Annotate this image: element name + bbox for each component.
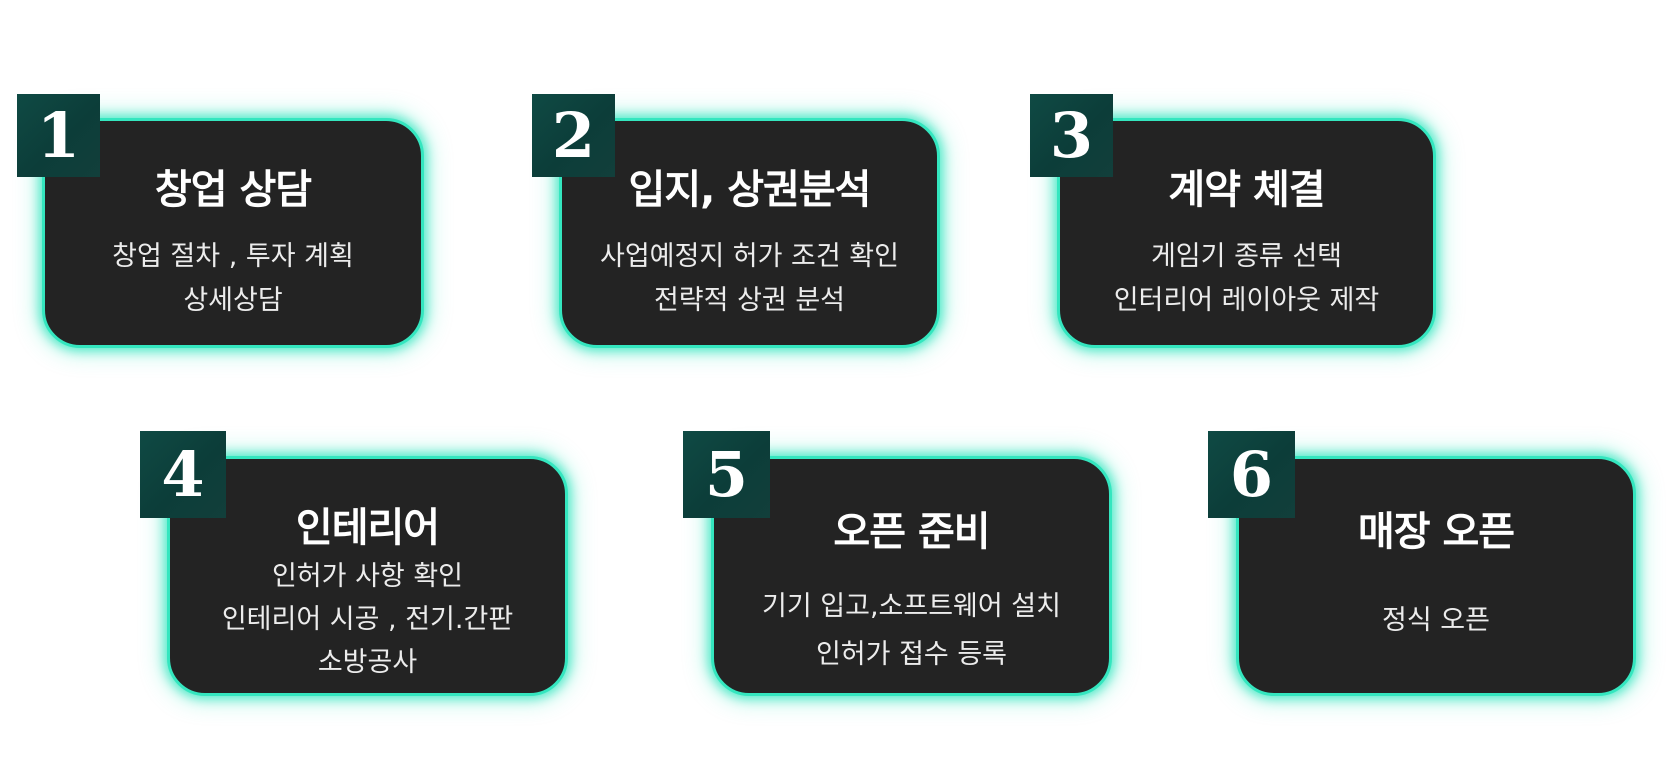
step-description: 게임기 종류 선택 인터리어 레이아웃 제작	[1060, 235, 1433, 323]
step-card: 오픈 준비 기기 입고,소프트웨어 설치 인허가 접수 등록	[711, 456, 1112, 696]
step-card: 계약 체결 게임기 종류 선택 인터리어 레이아웃 제작	[1057, 118, 1436, 348]
step-title: 입지, 상권분석	[628, 167, 872, 213]
step-card: 매장 오픈 정식 오픈	[1236, 456, 1636, 696]
step-description: 인허가 사항 확인 인테리어 시공 , 전기.간판 소방공사	[170, 555, 565, 684]
step-number-badge: 5	[683, 431, 770, 518]
step-number-badge: 2	[532, 94, 615, 177]
step-description-line: 기기 입고,소프트웨어 설치	[762, 591, 1061, 622]
step-number-badge: 6	[1208, 431, 1295, 518]
step-description: 기기 입고,소프트웨어 설치 인허가 접수 등록	[714, 583, 1109, 679]
step-card: 입지, 상권분석 사업예정지 허가 조건 확인 전략적 상권 분석	[559, 118, 940, 348]
step-description-line: 상세상담	[183, 285, 283, 316]
step-number-badge: 4	[140, 431, 226, 518]
step-description-line: 인허가 접수 등록	[815, 639, 1008, 670]
step-description-line: 소방공사	[317, 647, 418, 678]
step-description-line: 게임기 종류 선택	[1150, 241, 1343, 272]
step-description-line: 인허가 사항 확인	[271, 561, 464, 592]
step-description-line: 인터리어 레이아웃 제작	[1113, 285, 1380, 316]
step-title: 계약 체결	[1168, 167, 1325, 213]
step-description-line: 사업예정지 허가 조건 확인	[600, 241, 899, 272]
step-description-line: 인테리어 시공 , 전기.간판	[221, 604, 514, 635]
step-description-line: 전략적 상권 분석	[653, 285, 846, 316]
step-title: 인테리어	[295, 505, 440, 551]
step-description: 사업예정지 허가 조건 확인 전략적 상권 분석	[562, 235, 937, 323]
step-title: 매장 오픈	[1357, 509, 1515, 555]
step-title: 오픈 준비	[833, 509, 990, 555]
step-description-line: 정식 오픈	[1382, 605, 1490, 636]
step-card: 인테리어 인허가 사항 확인 인테리어 시공 , 전기.간판 소방공사	[167, 456, 568, 696]
step-description-line: 창업 절차 , 투자 계획	[112, 241, 354, 272]
step-description: 창업 절차 , 투자 계획 상세상담	[45, 235, 421, 323]
step-number-badge: 1	[17, 94, 100, 177]
step-card: 창업 상담 창업 절차 , 투자 계획 상세상담	[42, 118, 424, 348]
step-title: 창업 상담	[154, 167, 312, 213]
step-number-badge: 3	[1030, 94, 1113, 177]
step-description: 정식 오픈	[1239, 599, 1633, 643]
